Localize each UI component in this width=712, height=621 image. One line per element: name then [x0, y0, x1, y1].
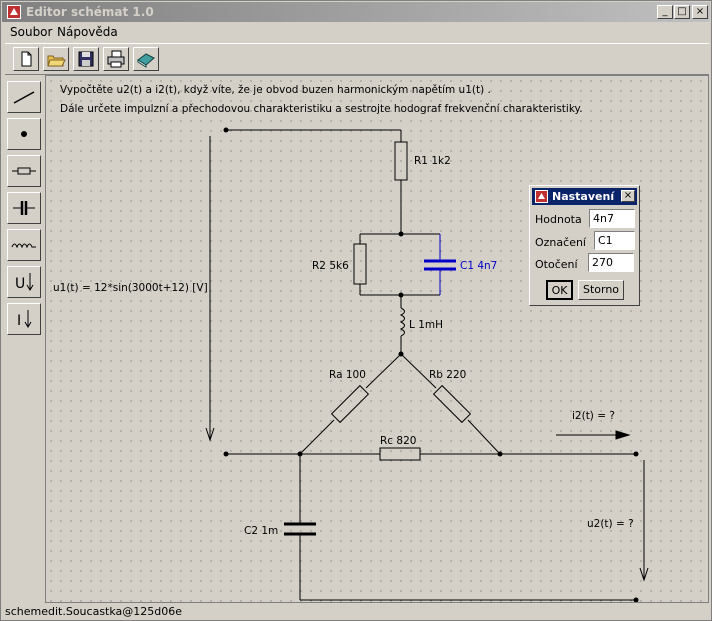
maximize-button[interactable]: □	[674, 5, 690, 19]
label-rc: Rc 820	[380, 435, 416, 447]
new-file-button[interactable]	[13, 47, 39, 71]
print-button[interactable]	[103, 47, 129, 71]
window-title: Editor schémat 1.0	[26, 5, 154, 19]
value-label: Hodnota	[535, 213, 582, 226]
label-i2: i2(t) = ?	[572, 410, 615, 422]
dialog-app-icon	[535, 190, 548, 203]
help-book-button[interactable]	[133, 47, 159, 71]
menu-bar: Soubor Nápověda	[2, 23, 710, 41]
name-input[interactable]	[594, 231, 635, 250]
resistor-rb	[432, 384, 472, 424]
dialog-close-button[interactable]: ×	[621, 190, 635, 202]
resistor-r1	[394, 141, 408, 181]
schematic-canvas[interactable]: Vypočtěte u2(t) a i2(t), když víte, že j…	[45, 75, 709, 603]
inductor-tool-button[interactable]	[7, 229, 41, 261]
svg-text:U: U	[15, 276, 25, 292]
toolbar	[5, 43, 709, 75]
book-icon	[137, 53, 155, 68]
close-button[interactable]: ×	[692, 5, 708, 19]
source-label-u1: u1(t) = 12*sin(3000t+12) [V]	[53, 282, 208, 294]
voltage-source-tool-icon: U	[15, 273, 34, 292]
ok-button[interactable]: OK	[546, 280, 573, 300]
open-folder-icon	[47, 55, 66, 67]
app-icon	[7, 5, 21, 19]
wire-tool-icon	[13, 91, 35, 104]
label-ra: Ra 100	[329, 369, 366, 381]
menu-soubor[interactable]: Soubor	[10, 25, 53, 39]
label-u2: u2(t) = ?	[587, 518, 634, 530]
inductor-l	[399, 307, 405, 337]
status-bar: schemedit.Soucastka@125d06e	[5, 605, 183, 618]
label-r1: R1 1k2	[414, 155, 451, 167]
save-disk-icon	[78, 51, 94, 67]
label-c2: C2 1m	[244, 525, 278, 537]
capacitor-c1	[424, 234, 456, 295]
node-tool-button[interactable]	[7, 118, 41, 150]
name-label: Označení	[535, 236, 586, 249]
rotation-input[interactable]	[588, 253, 634, 272]
inductor-tool-icon	[11, 243, 36, 249]
resistor-r2	[353, 243, 367, 285]
minimize-button[interactable]: _	[657, 5, 673, 19]
wire-tool-button[interactable]	[7, 81, 41, 113]
capacitor-tool-button[interactable]	[7, 192, 41, 224]
svg-text:I: I	[17, 313, 21, 329]
new-file-icon	[21, 51, 32, 67]
label-c1: C1 4n7	[460, 260, 497, 272]
settings-dialog: Nastavení × Hodnota Označení Otočení OK …	[529, 185, 640, 306]
circuit-diagram: Vypočtěte u2(t) a i2(t), když víte, že j…	[53, 84, 649, 602]
task-line-2: Dále určete impulzní a přechodovou chara…	[60, 103, 583, 115]
save-button[interactable]	[73, 47, 99, 71]
cancel-button[interactable]: Storno	[578, 280, 624, 300]
capacitor-tool-icon	[13, 201, 35, 215]
label-l: L 1mH	[409, 319, 443, 331]
value-input[interactable]	[589, 209, 635, 228]
title-bar[interactable]: Editor schémat 1.0 _ □ ×	[2, 2, 710, 22]
rotation-label: Otočení	[535, 258, 578, 271]
current-source-tool-icon: I	[17, 310, 32, 329]
resistor-tool-icon	[12, 167, 36, 175]
task-line-1: Vypočtěte u2(t) a i2(t), když víte, že j…	[60, 84, 491, 96]
dialog-title-bar[interactable]: Nastavení ×	[532, 188, 637, 205]
print-icon	[107, 50, 125, 68]
node-tool-icon	[21, 131, 27, 137]
open-button[interactable]	[43, 47, 69, 71]
resistor-rc	[379, 447, 421, 461]
resistor-tool-button[interactable]	[7, 155, 41, 187]
dialog-title: Nastavení	[552, 190, 615, 203]
component-palette: U I	[5, 79, 43, 599]
resistor-ra	[330, 384, 370, 424]
voltage-source-tool-button[interactable]: U	[7, 266, 41, 298]
menu-napoveda[interactable]: Nápověda	[57, 25, 118, 39]
label-r2: R2 5k6	[312, 260, 349, 272]
label-rb: Rb 220	[429, 369, 466, 381]
current-source-tool-button[interactable]: I	[7, 303, 41, 335]
